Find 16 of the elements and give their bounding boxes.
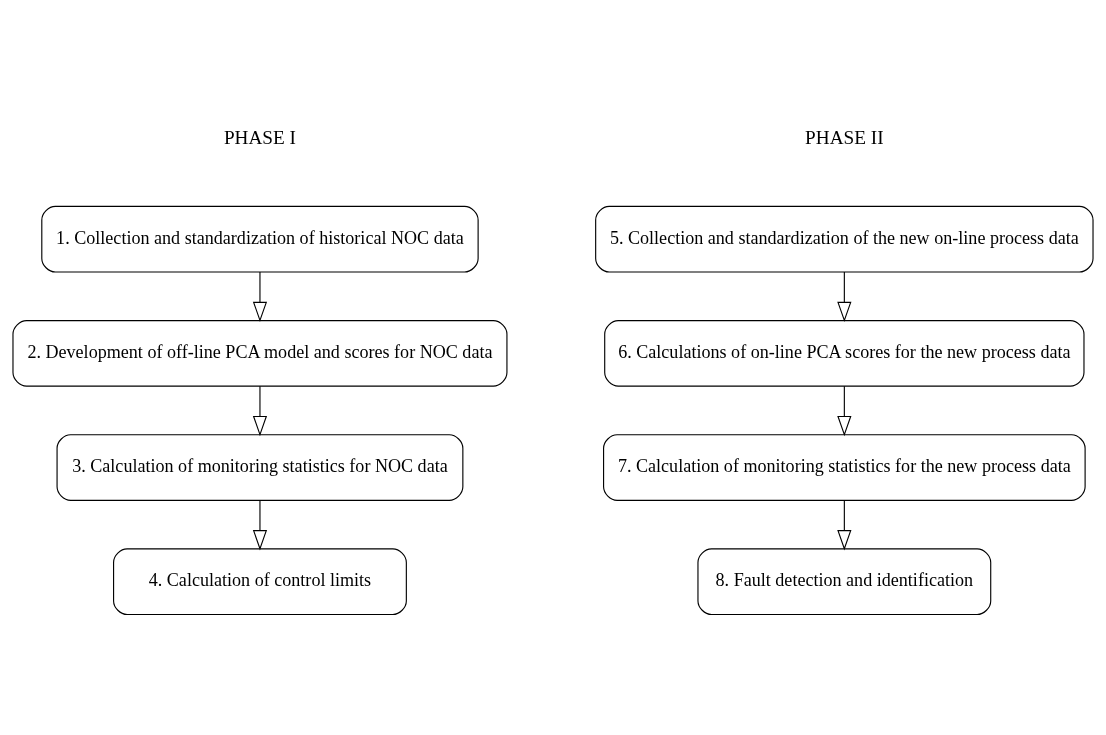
- node-box: 4. Calculation of control limits: [113, 548, 407, 616]
- arrow: [837, 499, 852, 551]
- node-box: 6. Calculations of on-line PCA scores for the new process data: [604, 320, 1085, 387]
- node-box: 3. Calculation of monitoring statistics for NOC data: [56, 434, 464, 501]
- label: PHASE II: [805, 126, 884, 148]
- node-box: 8. Fault detection and identification: [697, 548, 992, 616]
- node-box: 2. Development of off-line PCA model and scores for NOC data: [12, 320, 508, 387]
- arrow: [837, 385, 852, 437]
- label: PHASE I: [223, 126, 296, 148]
- arrow: [252, 271, 268, 323]
- node-box: 1. Collection and standardization of historical NOC data: [41, 205, 479, 273]
- arrow: [252, 499, 268, 551]
- node-box: 7. Calculation of monitoring statistics for the new process data: [603, 434, 1086, 501]
- arrow: [837, 271, 852, 323]
- node-box: 5. Collection and standardization of the new on-line process data: [595, 205, 1094, 273]
- arrow: [252, 385, 268, 437]
